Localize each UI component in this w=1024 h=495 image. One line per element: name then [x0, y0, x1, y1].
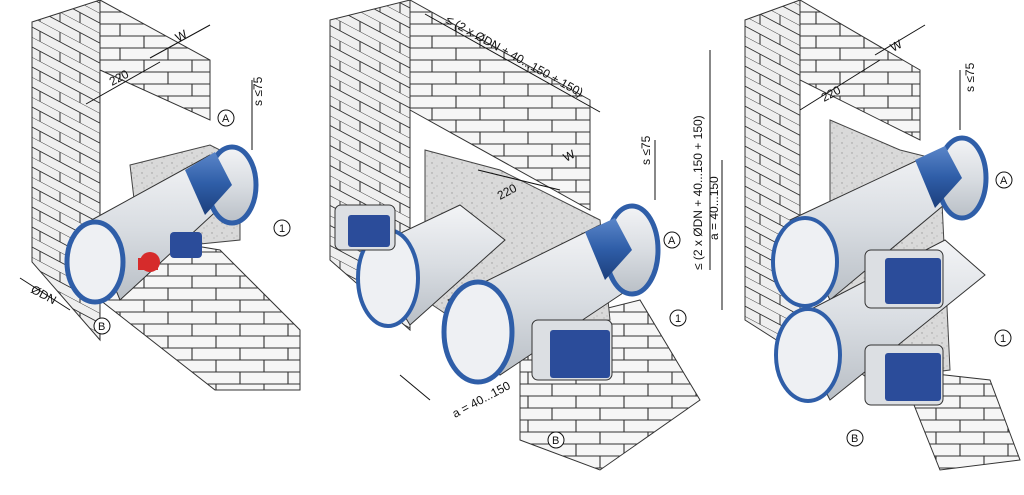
actuator-rear [334, 204, 396, 251]
callout-b: B [93, 317, 111, 335]
svg-text:A: A [1000, 175, 1008, 187]
callout-1: 1 [669, 309, 687, 327]
actuator-handle [138, 232, 202, 272]
dim-slab: s ≤75 [251, 76, 265, 106]
actuator-upper [864, 249, 944, 309]
brick-wall-front [409, 0, 591, 211]
svg-text:A: A [668, 235, 676, 247]
brick-wall-front [99, 0, 211, 121]
svg-text:1: 1 [1000, 333, 1006, 345]
dim-overall: ≤ (2 x ØDN + 40...150 + 150) [691, 115, 705, 270]
brick-wall-front [799, 0, 921, 141]
svg-text:A: A [222, 113, 230, 125]
svg-text:B: B [851, 433, 858, 445]
dim-width: W [888, 37, 905, 55]
actuator-front [531, 319, 613, 381]
svg-text:B: B [98, 321, 105, 333]
actuator-lower [864, 344, 944, 406]
callout-a: A [217, 109, 235, 127]
seal-band [185, 152, 232, 215]
panel-single-damper: 220 W s ≤75 ØDN A B 1 [19, 0, 301, 391]
dim-slab: s ≤75 [963, 62, 977, 92]
callout-b: B [846, 429, 864, 447]
callout-b: B [547, 431, 565, 449]
callout-1: 1 [273, 219, 291, 237]
seal-band [585, 218, 632, 280]
panel-two-dampers-stacked: ≤ (2 x ØDN + 40...150 + 150) a = 40...15… [691, 0, 1021, 471]
duct-end-upper [771, 216, 839, 308]
duct-end-b [64, 219, 126, 305]
svg-text:1: 1 [279, 223, 285, 235]
dim-spacing: a = 40...150 [707, 176, 721, 240]
panel-two-dampers-side-by-side: ≤ (2 x ØDN + 40...150 + 150) 220 W s ≤75… [329, 0, 701, 471]
callout-1: 1 [994, 329, 1012, 347]
duct-end-lower [774, 307, 842, 403]
svg-text:1: 1 [675, 313, 681, 325]
callout-a: A [995, 171, 1013, 189]
duct-end-front [441, 279, 515, 385]
callout-a: A [663, 231, 681, 249]
svg-text:B: B [552, 435, 559, 447]
dim-slab: s ≤75 [639, 135, 653, 165]
dim-spacing: a = 40...150 [450, 378, 513, 420]
seal-band-upper [915, 146, 962, 208]
